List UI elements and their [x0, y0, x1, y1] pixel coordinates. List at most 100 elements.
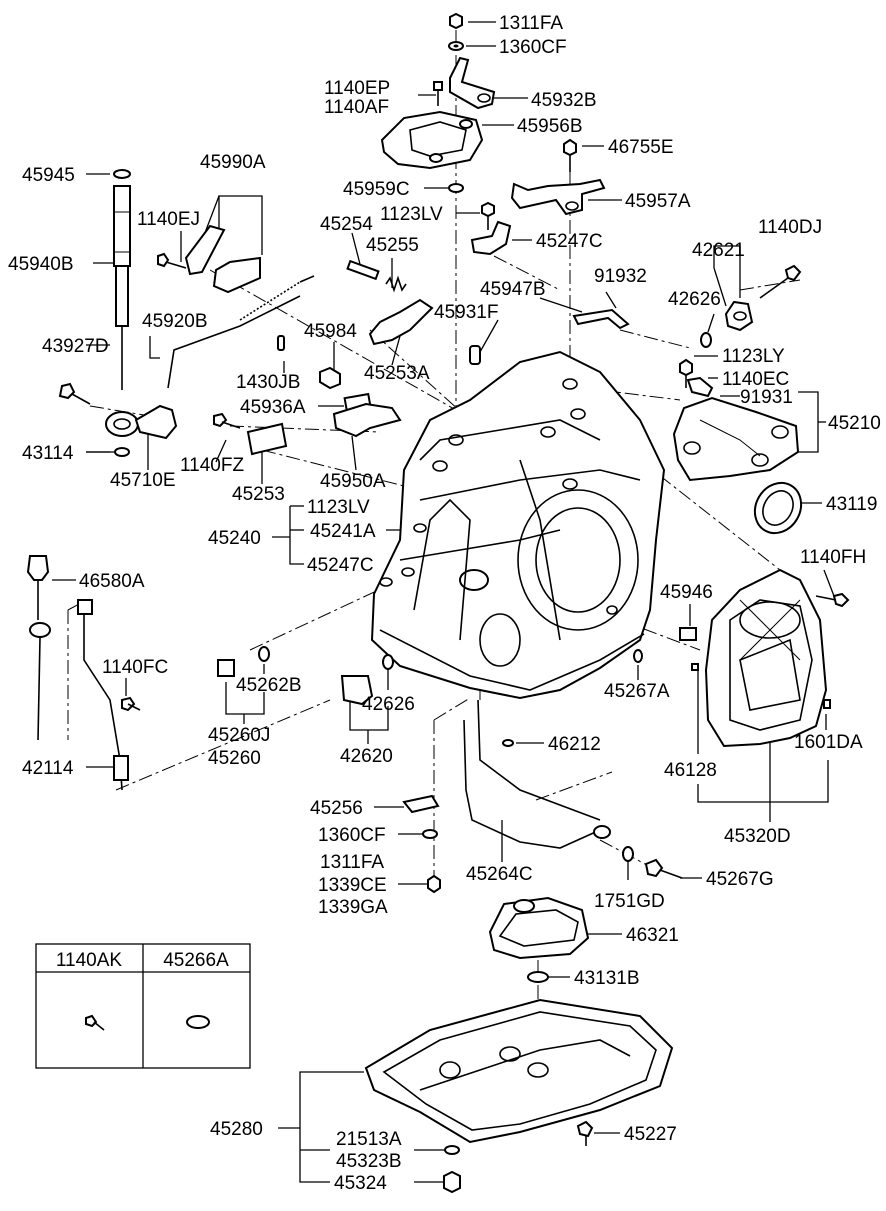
seal-45945 — [113, 169, 131, 179]
label-42114: 42114 — [22, 758, 74, 779]
label-45260J: 45260J — [208, 725, 270, 746]
label-1360CF-top: 1360CF — [499, 37, 567, 58]
oring-42626-b — [382, 654, 394, 670]
oil-pipe-45264C — [463, 699, 611, 849]
legend-header-1140AK: 1140AK — [56, 950, 123, 971]
label-1140EP: 1140EP — [324, 78, 390, 99]
label-1140EC: 1140EC — [722, 369, 789, 390]
label-45240: 45240 — [208, 528, 261, 549]
label-1311FA-top: 1311FA — [499, 13, 563, 34]
label-42620: 42620 — [340, 746, 393, 767]
pin-1601DA — [823, 699, 831, 709]
spring-45255 — [385, 275, 407, 293]
label-1339CE: 1339CE — [318, 875, 387, 896]
label-45947B: 45947B — [480, 279, 546, 300]
label-45936A: 45936A — [240, 397, 306, 418]
label-45946: 45946 — [660, 582, 713, 603]
bolt-1140FZ — [213, 412, 241, 429]
bracket-45990A — [184, 224, 261, 294]
label-45957A: 45957A — [625, 191, 691, 212]
part-number-labels: 1311FA 1360CF 1140EP 1140AF 45932B 45956… — [8, 13, 881, 1194]
clip-45256 — [402, 794, 440, 814]
label-45247C-b: 45247C — [307, 555, 374, 576]
bracket-45957A — [510, 178, 606, 216]
oring-42626-a — [700, 332, 712, 348]
plug-45946 — [679, 627, 697, 641]
label-46128: 46128 — [664, 760, 717, 781]
washer-43114 — [114, 447, 130, 457]
label-1123LV-b: 1123LV — [307, 497, 370, 518]
washer-1360CF-top — [448, 41, 464, 51]
pin-45254 — [346, 259, 380, 281]
label-43119: 43119 — [826, 494, 877, 515]
pin-45931F — [469, 345, 481, 365]
bolt-1140EP — [433, 81, 443, 106]
oring-45262B — [258, 646, 270, 662]
nut-1311FA-b — [427, 874, 441, 894]
label-45940B: 45940B — [8, 254, 74, 275]
bolt-1140EJ — [157, 252, 187, 269]
label-45247C-a: 45247C — [536, 231, 603, 252]
label-42621: 42621 — [692, 240, 745, 261]
washer-1360CF-b — [422, 829, 438, 839]
oil-pan-45280 — [364, 998, 674, 1144]
bolt-45984 — [319, 366, 341, 390]
label-1123LV-a: 1123LV — [380, 204, 443, 225]
pin-46128 — [691, 663, 699, 671]
label-45262B: 45262B — [236, 675, 302, 696]
label-46755E: 46755E — [608, 137, 674, 158]
label-1140AF: 1140AF — [324, 97, 389, 118]
lever-45950A — [332, 402, 402, 438]
oil-filter-46321 — [488, 896, 590, 960]
label-45710E: 45710E — [110, 470, 176, 491]
tube-42114 — [77, 599, 129, 791]
label-1430JB: 1430JB — [236, 372, 300, 393]
label-45280: 45280 — [210, 1119, 263, 1140]
label-45255: 45255 — [366, 235, 419, 256]
label-45945: 45945 — [22, 165, 75, 186]
label-45956B: 45956B — [517, 116, 583, 137]
label-1751GD: 1751GD — [594, 891, 665, 912]
gasket-21513A — [444, 1145, 460, 1155]
label-45256: 45256 — [310, 798, 363, 819]
oring-45267A — [633, 649, 643, 663]
label-45932B: 45932B — [531, 90, 597, 111]
bolt-1123LV — [481, 201, 495, 230]
legend-table: 1140AK 45266A — [35, 943, 251, 1069]
label-42626-b: 42626 — [362, 694, 415, 715]
label-45267A: 45267A — [604, 681, 670, 702]
label-1123LY: 1123LY — [722, 346, 785, 367]
label-45931F: 45931F — [434, 302, 498, 323]
label-1140FH: 1140FH — [800, 547, 866, 568]
label-45210: 45210 — [828, 413, 881, 434]
bolt-43927D — [58, 382, 91, 405]
label-46580A: 46580A — [79, 571, 145, 592]
bracket-91931 — [686, 376, 714, 398]
legend-header-45266A: 45266A — [163, 950, 229, 971]
washer-45959C — [448, 183, 464, 193]
sensor-42620 — [340, 675, 374, 706]
bracket-45247C — [470, 220, 512, 256]
legend-oring-icon — [186, 1015, 210, 1029]
shaft-45940B — [113, 185, 131, 390]
pin-1430JB — [277, 335, 285, 351]
label-45920B: 45920B — [142, 311, 208, 332]
sensor-42621 — [724, 300, 754, 332]
bolt-1140FC — [121, 696, 141, 712]
label-43114: 43114 — [22, 443, 74, 464]
bolt-45267G — [644, 858, 683, 879]
label-91932: 91932 — [594, 266, 647, 287]
bracket-91932 — [572, 308, 630, 330]
label-45253A: 45253A — [364, 363, 430, 384]
leader-lines — [52, 21, 835, 1183]
cover-45320D — [704, 568, 828, 748]
label-1140DJ: 1140DJ — [758, 217, 822, 238]
label-1601DA: 1601DA — [794, 732, 863, 753]
label-43927D: 43927D — [42, 336, 109, 357]
label-45267G: 45267G — [706, 869, 774, 890]
label-42626-a: 42626 — [668, 289, 721, 310]
label-43131B: 43131B — [574, 968, 640, 989]
shift-cable-45920B — [167, 275, 315, 389]
label-45260: 45260 — [208, 748, 261, 769]
label-91931: 91931 — [740, 387, 793, 408]
